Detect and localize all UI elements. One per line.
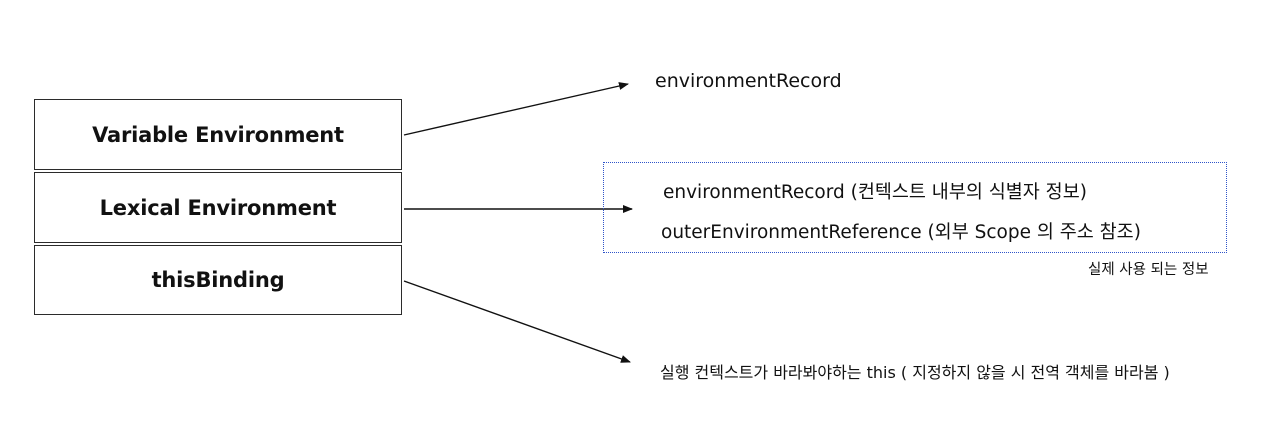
this-binding-label: thisBinding — [151, 268, 285, 292]
this-binding-box: thisBinding — [34, 245, 402, 315]
lexical-target-line-outer-reference: outerEnvironmentReference (외부 Scope 의 주소… — [661, 222, 1141, 243]
variable-environment-box: Variable Environment — [34, 99, 402, 170]
variable-arrow — [403, 82, 629, 136]
this-binding-arrow — [403, 280, 631, 363]
lexical-group-caption: 실제 사용 되는 정보 — [1088, 262, 1209, 278]
variable-environment-label: Variable Environment — [92, 122, 344, 147]
lexical-environment-label: Lexical Environment — [99, 195, 337, 220]
variable-target-label: environmentRecord — [655, 70, 842, 92]
lexical-target-group: environmentRecord (컨텍스트 내부의 식별자 정보) oute… — [603, 162, 1227, 253]
lexical-target-line-environment-record: environmentRecord (컨텍스트 내부의 식별자 정보) — [663, 182, 1087, 203]
this-binding-target-label: 실행 컨텍스트가 바라봐야하는 this ( 지정하지 않을 시 전역 객체를 … — [660, 363, 1170, 382]
lexical-environment-box: Lexical Environment — [34, 172, 402, 243]
